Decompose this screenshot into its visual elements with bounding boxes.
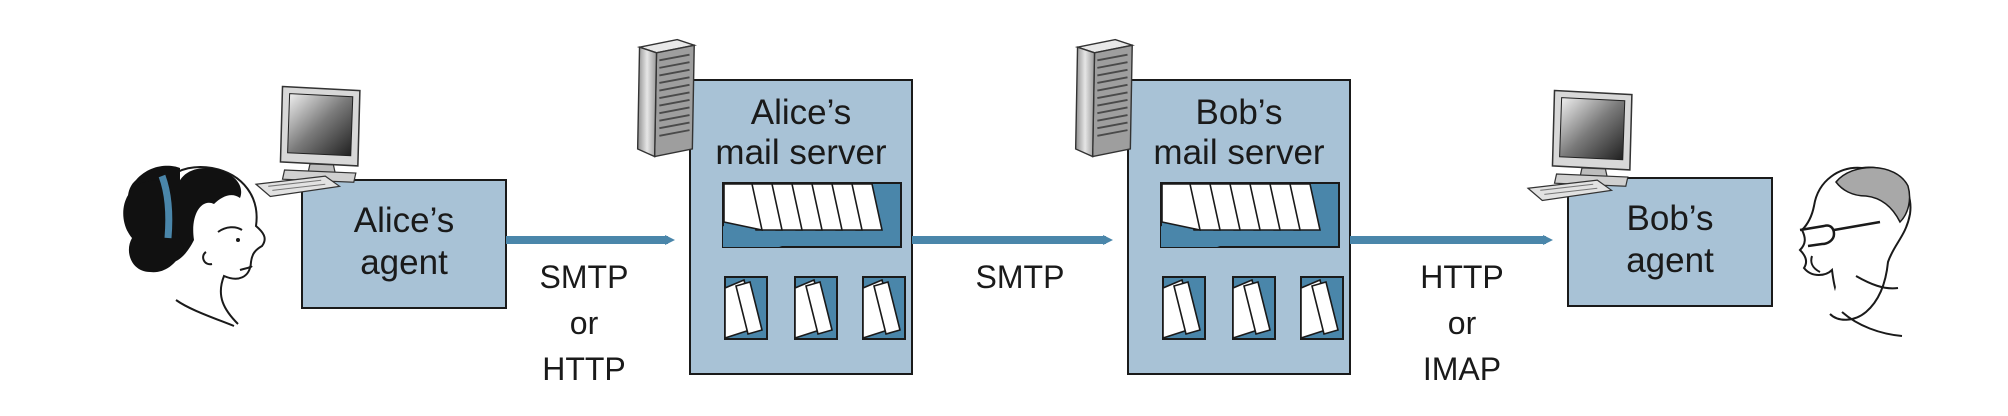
protocol-3-line1: HTTP — [1420, 259, 1504, 295]
mailbox-icon — [1300, 276, 1344, 340]
alice-mail-server-box: Alice’s mail server — [689, 79, 913, 375]
bob-server-label-line2: mail server — [1153, 133, 1324, 172]
message-queue-icon — [1160, 182, 1340, 248]
man-face-icon — [1798, 166, 1912, 337]
mailbox-icon — [1162, 276, 1206, 340]
alice-server-label-line2: mail server — [715, 133, 886, 172]
woman-face-icon — [123, 165, 266, 327]
bob-agent-box: Bob’s agent — [1567, 177, 1773, 307]
mailbox-icon — [862, 276, 906, 340]
alice-agent-box: Alice’s agent — [301, 179, 507, 309]
protocol-3-line2: or — [1448, 305, 1477, 341]
protocol-3-line3: IMAP — [1423, 351, 1501, 387]
bob-agent-label-line2: agent — [1626, 241, 1714, 280]
desktop-computer-icon — [1527, 89, 1633, 202]
server-tower-icon — [1074, 38, 1134, 158]
bob-mail-server-box: Bob’s mail server — [1127, 79, 1351, 375]
message-queue-icon — [722, 182, 902, 248]
bob-agent-label-line1: Bob’s — [1627, 199, 1714, 238]
server-tower-icon — [636, 38, 696, 158]
alice-agent-label-line2: agent — [360, 243, 448, 282]
mailbox-icon — [724, 276, 768, 340]
protocol-1-line2: or — [570, 305, 599, 341]
protocol-label-2: SMTP — [976, 259, 1065, 295]
alice-agent-label-line1: Alice’s — [354, 201, 455, 240]
protocol-2-line1: SMTP — [976, 259, 1065, 295]
protocol-1-line1: SMTP — [540, 259, 629, 295]
desktop-computer-icon — [255, 85, 361, 198]
protocol-label-3: HTTP or IMAP — [1420, 259, 1504, 387]
protocol-1-line3: HTTP — [542, 351, 626, 387]
alice-server-label-line1: Alice’s — [751, 93, 852, 132]
mailbox-icon — [794, 276, 838, 340]
bob-server-label-line1: Bob’s — [1196, 93, 1283, 132]
protocol-label-1: SMTP or HTTP — [540, 259, 629, 387]
mailbox-icon — [1232, 276, 1276, 340]
